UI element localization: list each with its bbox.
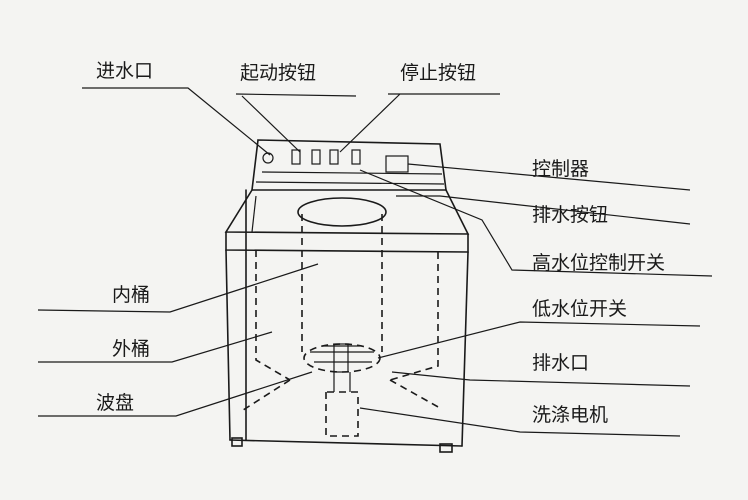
leader-low-level-switch — [377, 321, 701, 359]
start-button-knob — [291, 149, 301, 165]
label-wash-motor: 洗涤电机 — [532, 404, 609, 426]
leader-wash-motor — [359, 407, 681, 437]
machine-top — [224, 189, 470, 253]
tub-opening — [297, 197, 387, 227]
leader-drain-button — [396, 195, 691, 225]
button-knob — [351, 149, 361, 165]
stop-button-knob — [329, 149, 339, 165]
leader-drain-outlet — [391, 371, 691, 387]
leader-inner-tub — [37, 263, 319, 313]
label-drain-button: 排水按钮 — [532, 204, 609, 226]
label-inner-tub: 内桶 — [112, 284, 151, 306]
leader-water-inlet — [82, 87, 271, 156]
foot — [231, 437, 243, 447]
leader-stop-button — [339, 93, 500, 153]
controller-box — [385, 155, 409, 173]
inlet-knob — [262, 152, 274, 164]
label-low-level-switch: 低水位开关 — [532, 298, 628, 320]
leader-lines — [37, 87, 713, 437]
label-controller: 控制器 — [532, 158, 590, 180]
label-outer-tub: 外桶 — [112, 338, 151, 360]
label-high-level-switch: 高水位控制开关 — [532, 252, 666, 274]
label-pulsator: 波盘 — [96, 392, 135, 414]
label-water-inlet: 进水口 — [96, 60, 154, 82]
leader-outer-tub — [38, 331, 273, 363]
label-stop-button: 停止按钮 — [400, 62, 477, 84]
pulsator-drawing — [303, 343, 381, 373]
inner-tub-outline — [239, 214, 441, 413]
machine-body — [225, 189, 469, 453]
leader-high-level-switch — [359, 169, 713, 277]
motor-drawing — [325, 372, 359, 437]
button-knob — [311, 149, 321, 165]
leader-controller — [407, 163, 691, 191]
label-start-button: 起动按钮 — [240, 62, 317, 84]
label-drain-outlet: 排水口 — [532, 352, 590, 374]
leader-pulsator — [38, 371, 313, 417]
leader-start-button — [235, 93, 357, 153]
foot — [439, 443, 453, 453]
